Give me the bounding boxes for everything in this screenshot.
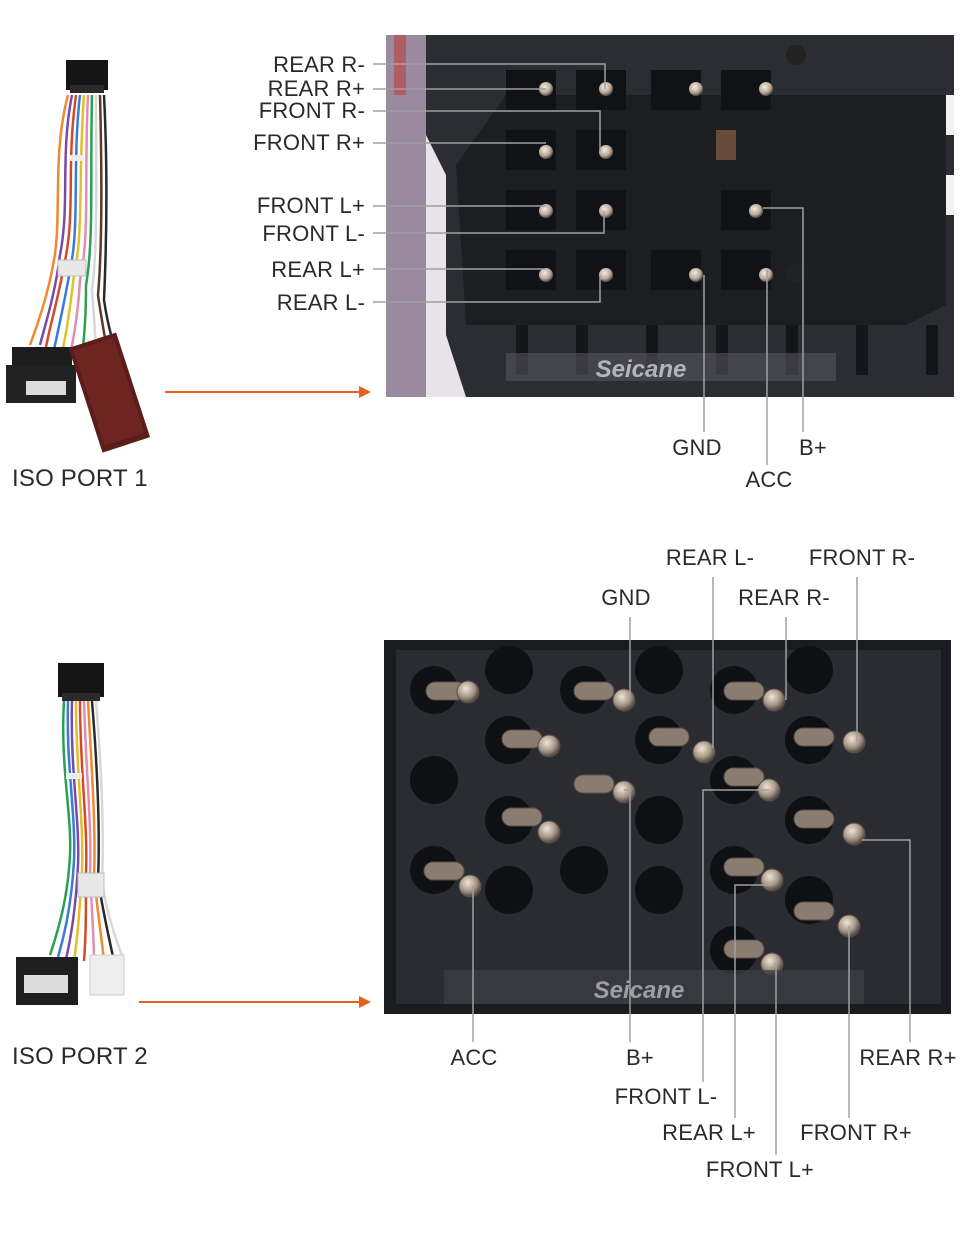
p1-label-front-l-plus: FRONT L+ — [256, 193, 365, 218]
p2-label-rear-r-plus: REAR R+ — [859, 1045, 957, 1070]
port1-watermark: Seicane — [596, 356, 687, 383]
port2-watermark: Seicane — [594, 977, 685, 1004]
p1-label-front-r-plus: FRONT R+ — [253, 130, 365, 155]
arrow-right-icon — [139, 996, 371, 1008]
p1-label-rear-l-minus: REAR L- — [276, 290, 365, 315]
p2-label-gnd: GND — [601, 585, 651, 610]
p1-label-b-plus: B+ — [799, 435, 827, 460]
p2-label-rear-r-minus: REAR R- — [738, 585, 830, 610]
arrow-right-icon — [165, 386, 371, 398]
p2-label-front-r-minus: FRONT R- — [808, 545, 916, 570]
p2-label-front-r-plus: FRONT R+ — [800, 1120, 912, 1145]
port1-harness-image — [6, 60, 151, 453]
port1-name: ISO PORT 1 — [12, 465, 148, 492]
p1-label-gnd: GND — [672, 435, 722, 460]
p2-label-front-l-plus: FRONT L+ — [705, 1157, 815, 1182]
p2-label-b-plus: B+ — [626, 1045, 654, 1070]
p2-label-rear-l-minus: REAR L- — [665, 545, 755, 570]
p1-label-rear-r-minus: REAR R- — [273, 52, 365, 77]
p1-label-front-r-minus: FRONT R- — [258, 98, 365, 123]
p2-label-rear-l-plus: REAR L+ — [662, 1120, 756, 1145]
p2-label-front-l-minus: FRONT L- — [614, 1084, 718, 1109]
port2-connector-photo: Seicane — [384, 640, 951, 1014]
p1-label-rear-r-plus: REAR R+ — [267, 76, 365, 101]
p1-label-acc: ACC — [745, 467, 793, 492]
port2-name: ISO PORT 2 — [12, 1043, 148, 1070]
p1-label-rear-l-plus: REAR L+ — [271, 257, 365, 282]
port1-connector-photo: Seicane — [386, 35, 954, 397]
port2-harness-image — [16, 663, 126, 1005]
p1-label-front-l-minus: FRONT L- — [262, 221, 365, 246]
p2-label-acc: ACC — [450, 1045, 498, 1070]
